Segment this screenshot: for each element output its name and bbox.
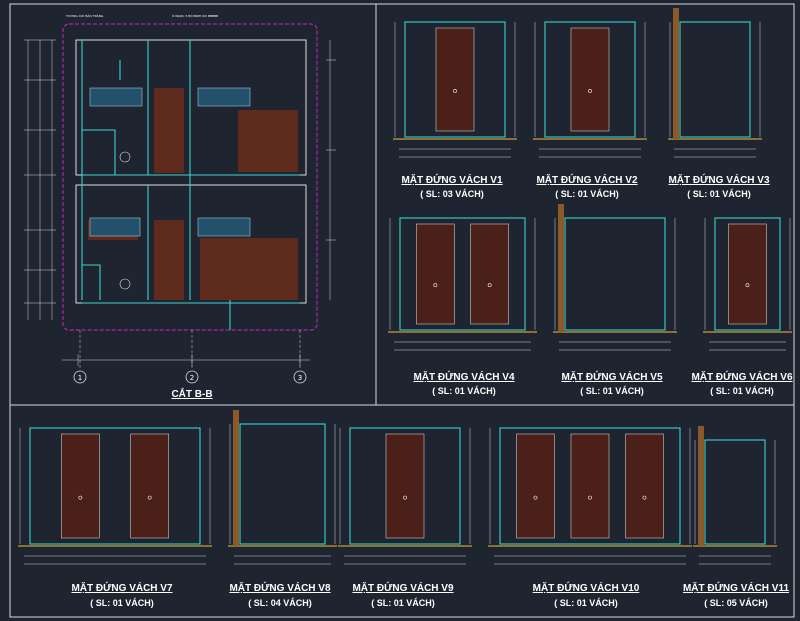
grid-label-1: 1 (78, 374, 82, 382)
door-panel-v10 (625, 433, 664, 539)
elevation-qty-v11: ( SL: 05 VÁCH) (704, 598, 768, 608)
elevation-qty-v7: ( SL: 01 VÁCH) (90, 598, 154, 608)
door-panel-v7 (130, 433, 169, 539)
elevation-qty-v8: ( SL: 04 VÁCH) (248, 598, 312, 608)
elevation-title-v6: MẶT ĐỨNG VÁCH V6 (691, 370, 793, 383)
elevation-qty-v4: ( SL: 01 VÁCH) (432, 386, 496, 396)
grid-bubble-icon (293, 370, 307, 384)
section-note-2: Ô NGỌC 3 BỘ BÌNH XIX BBBBB (172, 13, 218, 18)
door-handle-icon (745, 283, 750, 288)
door-panel-v7 (61, 433, 100, 539)
tag-bubble-icon (119, 151, 131, 163)
elevation-qty-v1: ( SL: 03 VÁCH) (420, 189, 484, 199)
door-panel-v2 (570, 27, 610, 132)
partition-lines (81, 40, 300, 330)
elevations (18, 8, 792, 565)
elevation-title-v5: MẶT ĐỨNG VÁCH V5 (561, 370, 663, 383)
partition-frame-v4 (399, 217, 526, 331)
door-handle-icon (78, 495, 83, 500)
partition-frame-v6 (714, 217, 781, 331)
elevation-title-v2: MẶT ĐỨNG VÁCH V2 (536, 173, 638, 186)
door-panel-v6 (728, 223, 767, 325)
elevation-title-v10: MẶT ĐỨNG VÁCH V10 (533, 581, 640, 594)
elevation-title-v9: MẶT ĐỨNG VÁCH V9 (352, 581, 454, 594)
partition-frame-v11 (704, 439, 766, 545)
section-dimensions (24, 39, 336, 366)
grid-lines (79, 330, 301, 370)
door-handle-icon (642, 495, 647, 500)
section-note-1: TƯỜNG XÂY BẢO TRẮNG (65, 13, 104, 18)
door-handle-icon (533, 495, 538, 500)
door-handle-icon (588, 495, 592, 500)
tag-bubble-icon (119, 278, 131, 290)
door-panel-v10 (516, 433, 555, 539)
elevation-title-v4: MẶT ĐỨNG VÁCH V4 (413, 370, 515, 383)
elevation-qty-v3: ( SL: 01 VÁCH) (687, 189, 751, 199)
door-panel-v10 (570, 433, 610, 539)
door-handle-icon (453, 89, 457, 93)
door-panel-v4 (416, 223, 455, 325)
elevation-qty-v2: ( SL: 01 VÁCH) (555, 189, 619, 199)
elevation-title-v1: MẶT ĐỨNG VÁCH V1 (401, 173, 503, 186)
sheet-border (9, 3, 795, 618)
elevation-qty-v5: ( SL: 01 VÁCH) (580, 386, 644, 396)
section-boundary (62, 23, 318, 331)
door-handle-icon (433, 283, 438, 288)
door-panel-v4 (470, 223, 509, 325)
elevation-qty-v6: ( SL: 01 VÁCH) (710, 386, 774, 396)
partition-frame-v8 (239, 423, 326, 545)
grid-bubble-icon (185, 370, 199, 384)
grid-label-3: 3 (298, 374, 302, 382)
elevation-qty-v10: ( SL: 01 VÁCH) (554, 598, 618, 608)
section-title: CẮT B-B (171, 387, 212, 400)
partition-frame-v9 (349, 427, 461, 545)
partition-frame-v2 (544, 21, 636, 138)
elevation-qty-v9: ( SL: 01 VÁCH) (371, 598, 435, 608)
elevation-title-v8: MẶT ĐỨNG VÁCH V8 (229, 581, 331, 594)
elevation-title-v7: MẶT ĐỨNG VÁCH V7 (71, 581, 173, 594)
door-handle-icon (147, 495, 152, 500)
elevation-title-v11: MẶT ĐỨNG VÁCH V11 (683, 581, 790, 594)
grid-label-2: 2 (190, 374, 194, 382)
door-handle-icon (588, 89, 592, 93)
door-handle-icon (487, 283, 492, 288)
partition-frame-v5 (564, 217, 666, 331)
partition-frame-v7 (29, 427, 201, 545)
door-panel-v9 (385, 433, 425, 539)
door-panel-v1 (435, 27, 475, 132)
partition-frame-v10 (499, 427, 681, 545)
window-panels (89, 87, 251, 237)
partition-frame-v3 (679, 21, 751, 138)
partition-frame-v1 (404, 21, 506, 138)
door-handle-icon (403, 495, 407, 500)
section-bb: 1 2 3 TƯỜNG XÂY BẢO TRẮNG Ô NGỌC 3 BỘ BÌ… (24, 13, 336, 400)
elevation-title-v3: MẶT ĐỨNG VÁCH V3 (668, 173, 770, 186)
wall-hatch (88, 88, 298, 300)
grid-bubble-icon (73, 370, 87, 384)
